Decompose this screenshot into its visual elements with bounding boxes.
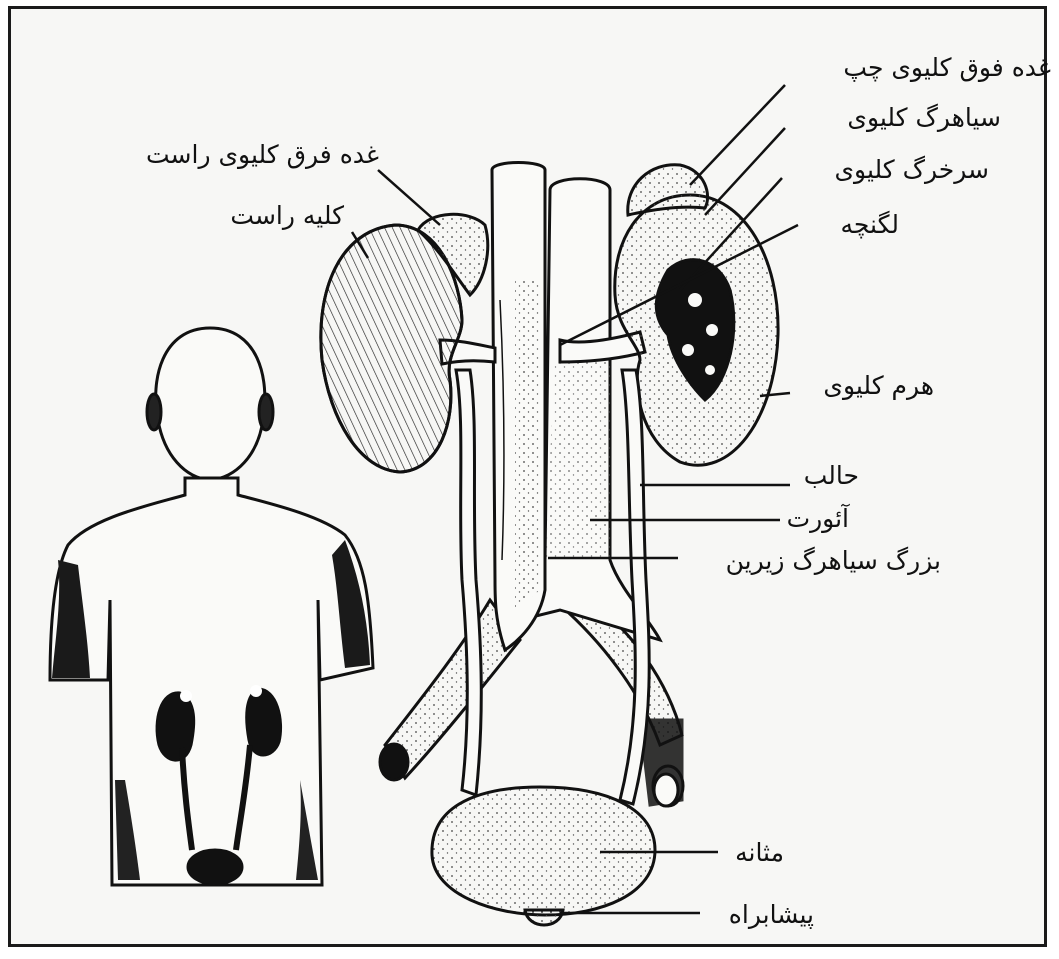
label-right-kidney: کلیه راست bbox=[230, 203, 344, 228]
label-aorta: آئورت bbox=[787, 506, 849, 531]
right-kidney bbox=[321, 225, 462, 472]
torso-figure bbox=[50, 328, 373, 885]
label-left-adrenal-gland: غده فوق کلیوی چپ bbox=[843, 55, 1051, 80]
label-inferior-vena-cava: بزرگ سیاهرگ زیرین bbox=[726, 548, 941, 573]
leader-renal-vein bbox=[705, 128, 785, 215]
urethra bbox=[525, 910, 563, 925]
label-ureter: حالب bbox=[804, 463, 859, 488]
figure-left-ear bbox=[147, 394, 161, 430]
label-renal-artery: سرخرگ کلیوی bbox=[834, 157, 989, 182]
label-bladder: مثانه bbox=[735, 840, 784, 865]
label-renal-pelvis: لگنچه bbox=[840, 212, 899, 237]
figure-head bbox=[156, 328, 265, 480]
left-adrenal-gland bbox=[628, 165, 708, 215]
label-renal-vein: سیاهرگ کلیوی bbox=[847, 105, 1001, 130]
label-right-adrenal-gland: غده فرق کلیوی راست bbox=[146, 142, 379, 167]
right-ureter bbox=[456, 370, 481, 795]
label-renal-pyramid: هرم کلیوی bbox=[823, 373, 934, 398]
figure-right-ear bbox=[259, 394, 273, 430]
figure-body bbox=[50, 478, 373, 885]
leader-left-adrenal bbox=[690, 85, 785, 185]
leader-right-adrenal bbox=[378, 170, 440, 225]
label-urethra: پیشابراه bbox=[729, 902, 814, 927]
